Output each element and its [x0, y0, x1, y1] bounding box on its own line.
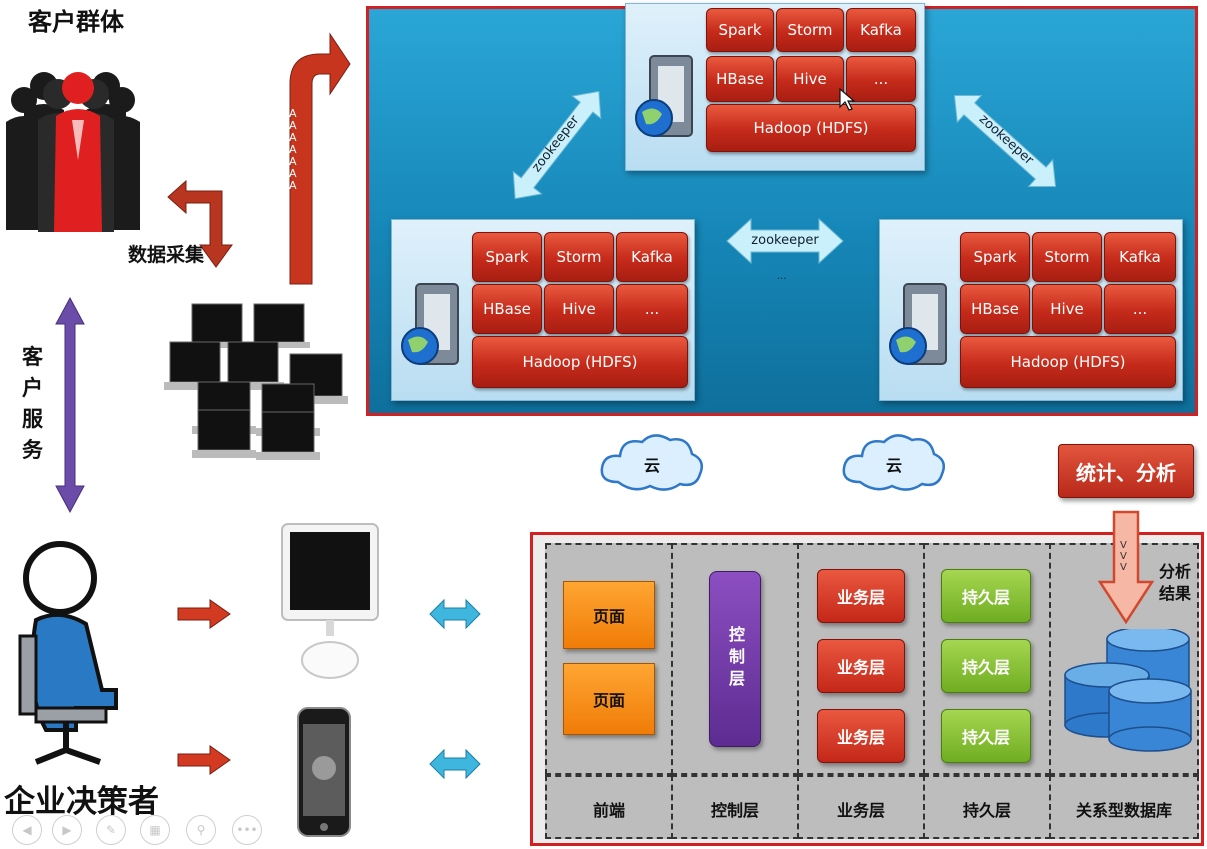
comp-kafka: Kafka [616, 232, 688, 282]
comp-hbase: HBase [472, 284, 542, 334]
imac-icon [281, 523, 379, 679]
cluster-node-left: Spark Storm Kafka HBase Hive ... Hadoop … [391, 219, 695, 401]
comp-hbase: HBase [960, 284, 1030, 334]
zookeeper-label: zookeeper [529, 112, 583, 176]
control-layer-box: 控制层 [709, 571, 761, 747]
upload-arrow [289, 32, 351, 285]
comp-hadoop-hdfs: Hadoop (HDFS) [472, 336, 688, 388]
customer-service-label: 客户服务 [22, 345, 43, 462]
pen-icon[interactable]: ✎ [96, 815, 126, 845]
arrow-marks: AAAAAAA [289, 107, 297, 192]
comp-kafka: Kafka [1104, 232, 1176, 282]
business-layer-box: 业务层 [817, 569, 905, 623]
comp-hadoop-hdfs: Hadoop (HDFS) [960, 336, 1176, 388]
two-way-arrow-imac [429, 598, 481, 630]
next-icon[interactable]: ▶ [52, 815, 82, 845]
decision-maker-label: 企业决策者 [4, 784, 159, 820]
comp-hbase: HBase [706, 56, 774, 102]
cloud-icon [600, 434, 703, 491]
stats-analysis-label: 统计、分析 [1058, 444, 1194, 498]
stats-arrow-marks: VVV [1120, 540, 1127, 573]
footer-cell [797, 775, 925, 839]
page-box: 页面 [563, 581, 655, 649]
zookeeper-arrow-right: zookeeper [940, 79, 1071, 202]
zookeeper-arrow-middle: zookeeper [725, 217, 845, 265]
comp-spark: Spark [472, 232, 542, 282]
comp-more: ... [846, 56, 916, 102]
comp-hive: Hive [544, 284, 614, 334]
cluster-node-right: Spark Storm Kafka HBase Hive ... Hadoop … [879, 219, 1183, 401]
comp-storm: Storm [776, 8, 844, 52]
arrow-to-imac [177, 599, 231, 629]
zookeeper-label: zookeeper [751, 233, 819, 248]
iphone-icon [297, 707, 351, 837]
analysis-result-label: 分析结果 [1159, 562, 1192, 603]
comp-hive: Hive [1032, 284, 1102, 334]
zookeeper-dots: ... [777, 271, 787, 282]
mouse-cursor-icon [839, 88, 855, 111]
slides-icon[interactable]: ▦ [140, 815, 170, 845]
comp-spark: Spark [706, 8, 774, 52]
customer-group-label: 客户群体 [28, 8, 124, 36]
arrow-to-phone [177, 745, 231, 775]
double-arrow-icon [953, 94, 1057, 188]
two-way-arrow-phone [429, 748, 481, 780]
footer-label: 前端 [592, 801, 625, 820]
zookeeper-label: zookeeper [975, 111, 1037, 169]
decision-maker-icon [18, 541, 118, 765]
layer-column-frontend [545, 543, 673, 775]
double-arrow-icon [726, 217, 844, 265]
data-collection-label: 数据采集 [128, 244, 205, 266]
comp-more: ... [1104, 284, 1176, 334]
customer-service-arrow [55, 296, 85, 514]
double-arrow-icon [512, 90, 602, 200]
data-collection-arrow [167, 179, 233, 268]
comp-hadoop-hdfs: Hadoop (HDFS) [706, 104, 916, 152]
comp-more: ... [616, 284, 688, 334]
stats-down-arrow [1098, 510, 1154, 624]
app-layers-panel: 页面 页面 控制层 业务层 业务层 业务层 持久层 持久层 持久层 分析结果 前… [530, 532, 1204, 846]
persist-layer-box: 持久层 [941, 569, 1031, 623]
cloud-right: 云 [838, 426, 950, 498]
footer-label: 关系型数据库 [1075, 801, 1172, 820]
page-box: 页面 [563, 663, 655, 735]
server-globe-icon [635, 55, 693, 137]
footer-label: 控制层 [710, 801, 759, 820]
business-layer-box: 业务层 [817, 639, 905, 693]
persist-layer-box: 持久层 [941, 639, 1031, 693]
cloud-label: 云 [643, 456, 660, 475]
database-icon [1064, 629, 1192, 752]
server-globe-icon [889, 283, 947, 365]
cloud-icon [842, 434, 945, 491]
comp-storm: Storm [1032, 232, 1102, 282]
prev-icon[interactable]: ◀ [12, 815, 42, 845]
persist-layer-box: 持久层 [941, 709, 1031, 763]
footer-cell [1049, 775, 1199, 839]
comp-storm: Storm [544, 232, 614, 282]
comp-kafka: Kafka [846, 8, 916, 52]
cloud-left: 云 [596, 426, 708, 498]
more-icon[interactable]: ••• [232, 815, 262, 845]
hadoop-cluster-panel: Spark Storm Kafka HBase Hive ... Hadoop … [366, 3, 1198, 416]
footer-label: 持久层 [962, 801, 1011, 820]
cloud-label: 云 [885, 456, 902, 475]
comp-spark: Spark [960, 232, 1030, 282]
zookeeper-arrow-left: zookeeper [498, 78, 616, 213]
cluster-node-top: Spark Storm Kafka HBase Hive ... Hadoop … [625, 3, 925, 171]
laptops-icon [164, 303, 348, 460]
footer-label: 业务层 [836, 801, 885, 820]
server-globe-icon [401, 283, 459, 365]
business-layer-box: 业务层 [817, 709, 905, 763]
customer-group-icon [6, 72, 140, 232]
zoom-icon[interactable]: ⚲ [186, 815, 216, 845]
footer-cell [671, 775, 799, 839]
comp-hive: Hive [776, 56, 844, 102]
